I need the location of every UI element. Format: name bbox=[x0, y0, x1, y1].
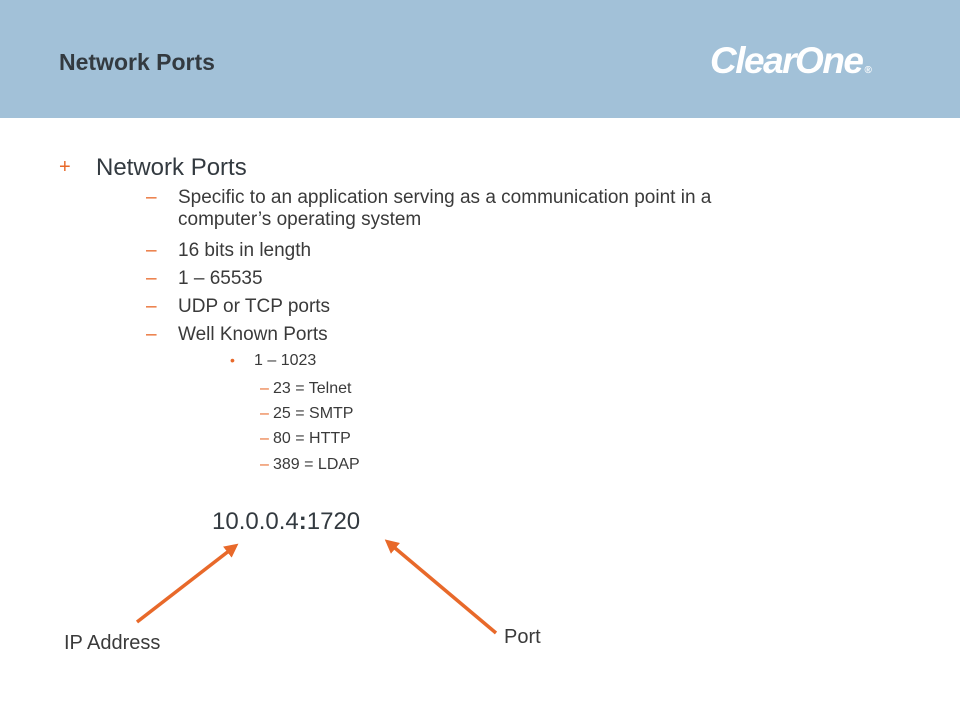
dash-bullet-icon: – bbox=[260, 430, 269, 447]
dash-bullet-icon: – bbox=[146, 240, 157, 261]
port-example: 25 = SMTP bbox=[273, 405, 354, 422]
registered-mark: ® bbox=[864, 65, 872, 76]
list-item: Well Known Ports bbox=[178, 324, 328, 345]
clearone-logo: ClearOne® bbox=[710, 40, 872, 82]
dot-bullet-icon: • bbox=[230, 352, 235, 368]
dash-bullet-icon: – bbox=[260, 380, 269, 397]
dash-bullet-icon: – bbox=[260, 456, 269, 473]
content-heading: Network Ports bbox=[96, 154, 247, 181]
logo-text: ClearOne bbox=[710, 40, 864, 81]
ip-address-label: IP Address bbox=[64, 632, 161, 654]
list-item-line: computer’s operating system bbox=[178, 209, 422, 230]
slide-title: Network Ports bbox=[59, 49, 215, 75]
dash-bullet-icon: – bbox=[146, 296, 157, 317]
address-separator: : bbox=[298, 508, 307, 535]
port-arrow bbox=[384, 539, 498, 635]
dash-bullet-icon: – bbox=[146, 268, 157, 289]
port-example: 80 = HTTP bbox=[273, 430, 351, 447]
list-item: UDP or TCP ports bbox=[178, 296, 331, 317]
dash-bullet-icon: – bbox=[146, 187, 157, 208]
port-example: 389 = LDAP bbox=[273, 456, 360, 473]
list-item: Specific to an application serving as a … bbox=[178, 187, 711, 231]
list-item: 16 bits in length bbox=[178, 240, 312, 261]
ip-arrow bbox=[135, 543, 239, 624]
list-item: 1 – 65535 bbox=[178, 268, 263, 289]
dash-bullet-icon: – bbox=[146, 324, 157, 345]
list-item-line: Specific to an application serving as a … bbox=[178, 187, 712, 208]
socket-address: 10.0.0.4:1720 bbox=[212, 508, 360, 536]
port-value: 1720 bbox=[306, 508, 361, 535]
header-bar: Network Ports ClearOne® bbox=[0, 0, 960, 118]
ip-address-value: 10.0.0.4 bbox=[212, 508, 299, 535]
sub-list-item: 1 – 1023 bbox=[254, 352, 317, 369]
port-example: 23 = Telnet bbox=[273, 380, 352, 397]
port-label: Port bbox=[504, 626, 541, 648]
dash-bullet-icon: – bbox=[260, 405, 269, 422]
plus-bullet-icon: + bbox=[59, 156, 71, 178]
